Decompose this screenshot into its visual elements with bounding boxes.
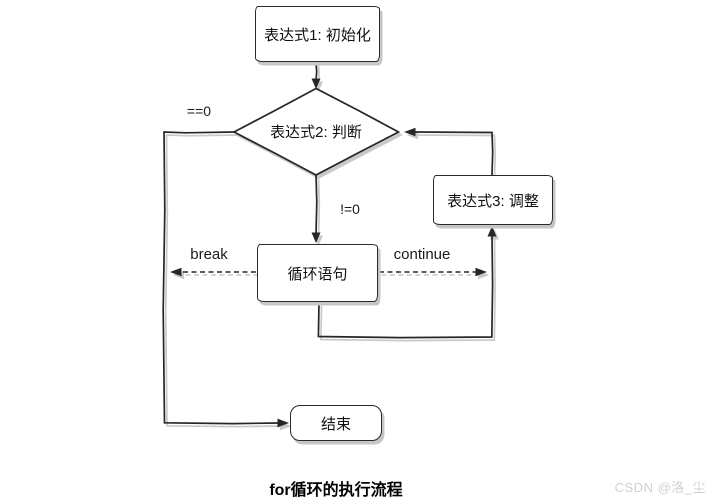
node-end-label: 结束	[320, 415, 351, 433]
diagram-title: for循环的执行流程	[269, 482, 403, 499]
csdn-watermark: CSDN @洛_尘	[614, 480, 706, 495]
edge-label-condition-false: ==0	[186, 103, 212, 119]
node-loop-body: 循环语句	[257, 244, 378, 302]
node-loop-body-label: 循环语句	[287, 265, 348, 283]
node-init-label: 表达式1: 初始化	[264, 26, 371, 44]
node-adjust: 表达式3: 调整	[433, 175, 553, 225]
decision-diamond	[232, 87, 401, 176]
node-end: 结束	[290, 405, 382, 441]
edge-label-condition-true: !=0	[340, 201, 360, 217]
node-adjust-label: 表达式3: 调整	[447, 192, 539, 210]
edge-label-break: break	[190, 246, 228, 263]
node-condition-label-wrap: 表达式2: 判断	[241, 119, 391, 144]
node-init: 表达式1: 初始化	[255, 6, 380, 62]
node-condition-label: 表达式2: 判断	[270, 124, 362, 141]
edge-label-continue: continue	[393, 246, 451, 263]
